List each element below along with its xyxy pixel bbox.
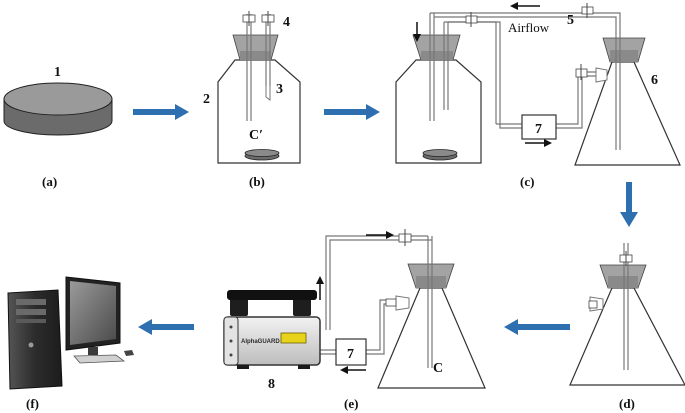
panel-label-f: (f) bbox=[26, 396, 39, 411]
airflow-label: Airflow bbox=[508, 20, 550, 35]
tubing bbox=[430, 12, 621, 129]
label-7-e: 7 bbox=[347, 347, 354, 362]
conical-flask-icon bbox=[574, 35, 681, 166]
label-2: 2 bbox=[203, 92, 210, 107]
desktop-computer-icon bbox=[7, 276, 134, 390]
panel-label-c: (c) bbox=[520, 174, 534, 189]
label-3: 3 bbox=[276, 82, 283, 97]
label-6: 6 bbox=[651, 73, 658, 88]
valve-icon bbox=[465, 3, 594, 80]
valve-icon bbox=[242, 11, 275, 26]
label-7-c: 7 bbox=[535, 122, 542, 137]
valve-icon bbox=[588, 251, 633, 309]
flow-arrow-icon bbox=[138, 319, 194, 335]
label-4: 4 bbox=[283, 15, 290, 30]
flow-arrow-icon bbox=[133, 104, 189, 120]
valve-icon bbox=[385, 229, 412, 307]
label-c-prime: C′ bbox=[249, 128, 263, 143]
label-c: C bbox=[433, 361, 443, 376]
conical-flask-icon bbox=[569, 243, 685, 386]
panel-label-a: (a) bbox=[42, 174, 57, 189]
radon-monitor-icon bbox=[223, 290, 321, 369]
flow-arrow-icon bbox=[620, 182, 638, 227]
instrument-brand: AlphaGUARD bbox=[241, 339, 280, 345]
label-8: 8 bbox=[268, 377, 275, 392]
gas-bottle-icon bbox=[217, 14, 301, 164]
panel-label-b: (b) bbox=[249, 174, 265, 189]
conical-flask-icon bbox=[377, 236, 486, 389]
flow-arrow-icon bbox=[504, 319, 570, 335]
flow-arrow-icon bbox=[324, 104, 380, 120]
label-5: 5 bbox=[567, 13, 574, 28]
panel-label-e: (e) bbox=[344, 396, 358, 411]
gas-bottle-icon bbox=[395, 13, 482, 164]
label-1: 1 bbox=[54, 65, 61, 80]
sample-disc-icon bbox=[3, 82, 113, 136]
panel-label-d: (d) bbox=[619, 396, 635, 411]
pump-icon bbox=[335, 338, 367, 366]
pump-icon bbox=[521, 114, 557, 140]
